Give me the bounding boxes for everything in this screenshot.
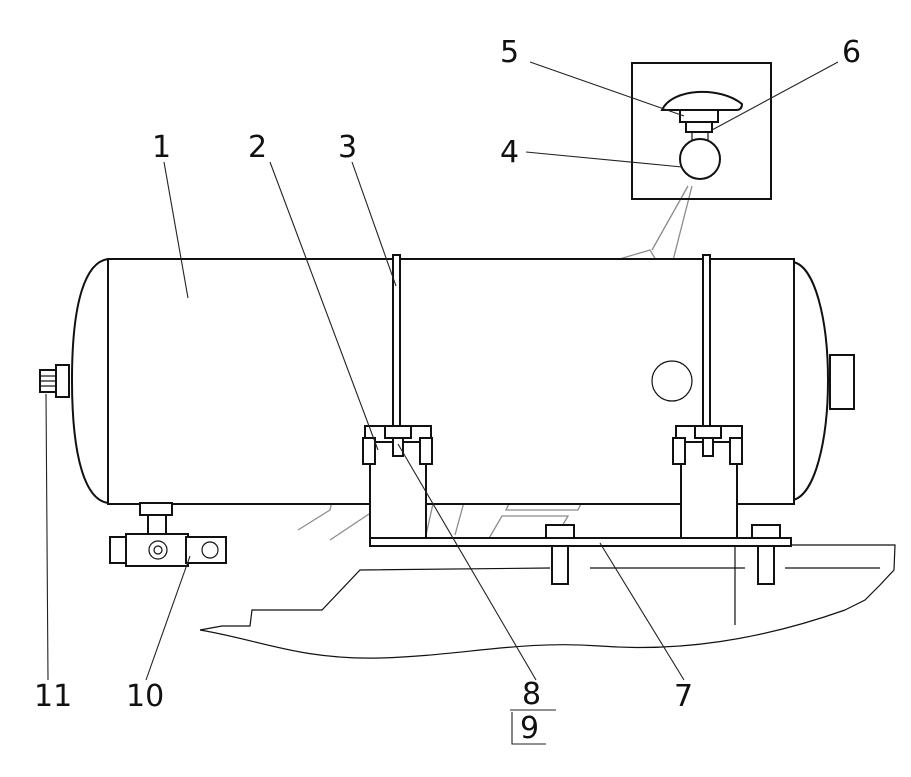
- callout-5: 5: [500, 35, 519, 70]
- drain-valve: [109, 502, 227, 567]
- right-bracket: [672, 425, 743, 539]
- callout-1: 1: [152, 130, 171, 165]
- leader-lines: [45, 61, 839, 745]
- callout-labels: 1 2 3 4 5 6 7 8 9 10 11: [34, 35, 861, 746]
- callout-3: 3: [338, 130, 357, 165]
- callout-4: 4: [500, 135, 519, 170]
- left-bracket: [362, 425, 433, 539]
- callout-11: 11: [34, 679, 72, 714]
- ground-outline: [199, 544, 896, 659]
- callout-9: 9: [520, 711, 539, 746]
- callout-6: 6: [842, 35, 861, 70]
- base-plate: [369, 524, 792, 585]
- callout-2: 2: [248, 130, 267, 165]
- callout-10: 10: [126, 679, 164, 714]
- detail-inset: [631, 62, 772, 200]
- callout-8: 8: [522, 677, 541, 712]
- callout-7: 7: [674, 679, 693, 714]
